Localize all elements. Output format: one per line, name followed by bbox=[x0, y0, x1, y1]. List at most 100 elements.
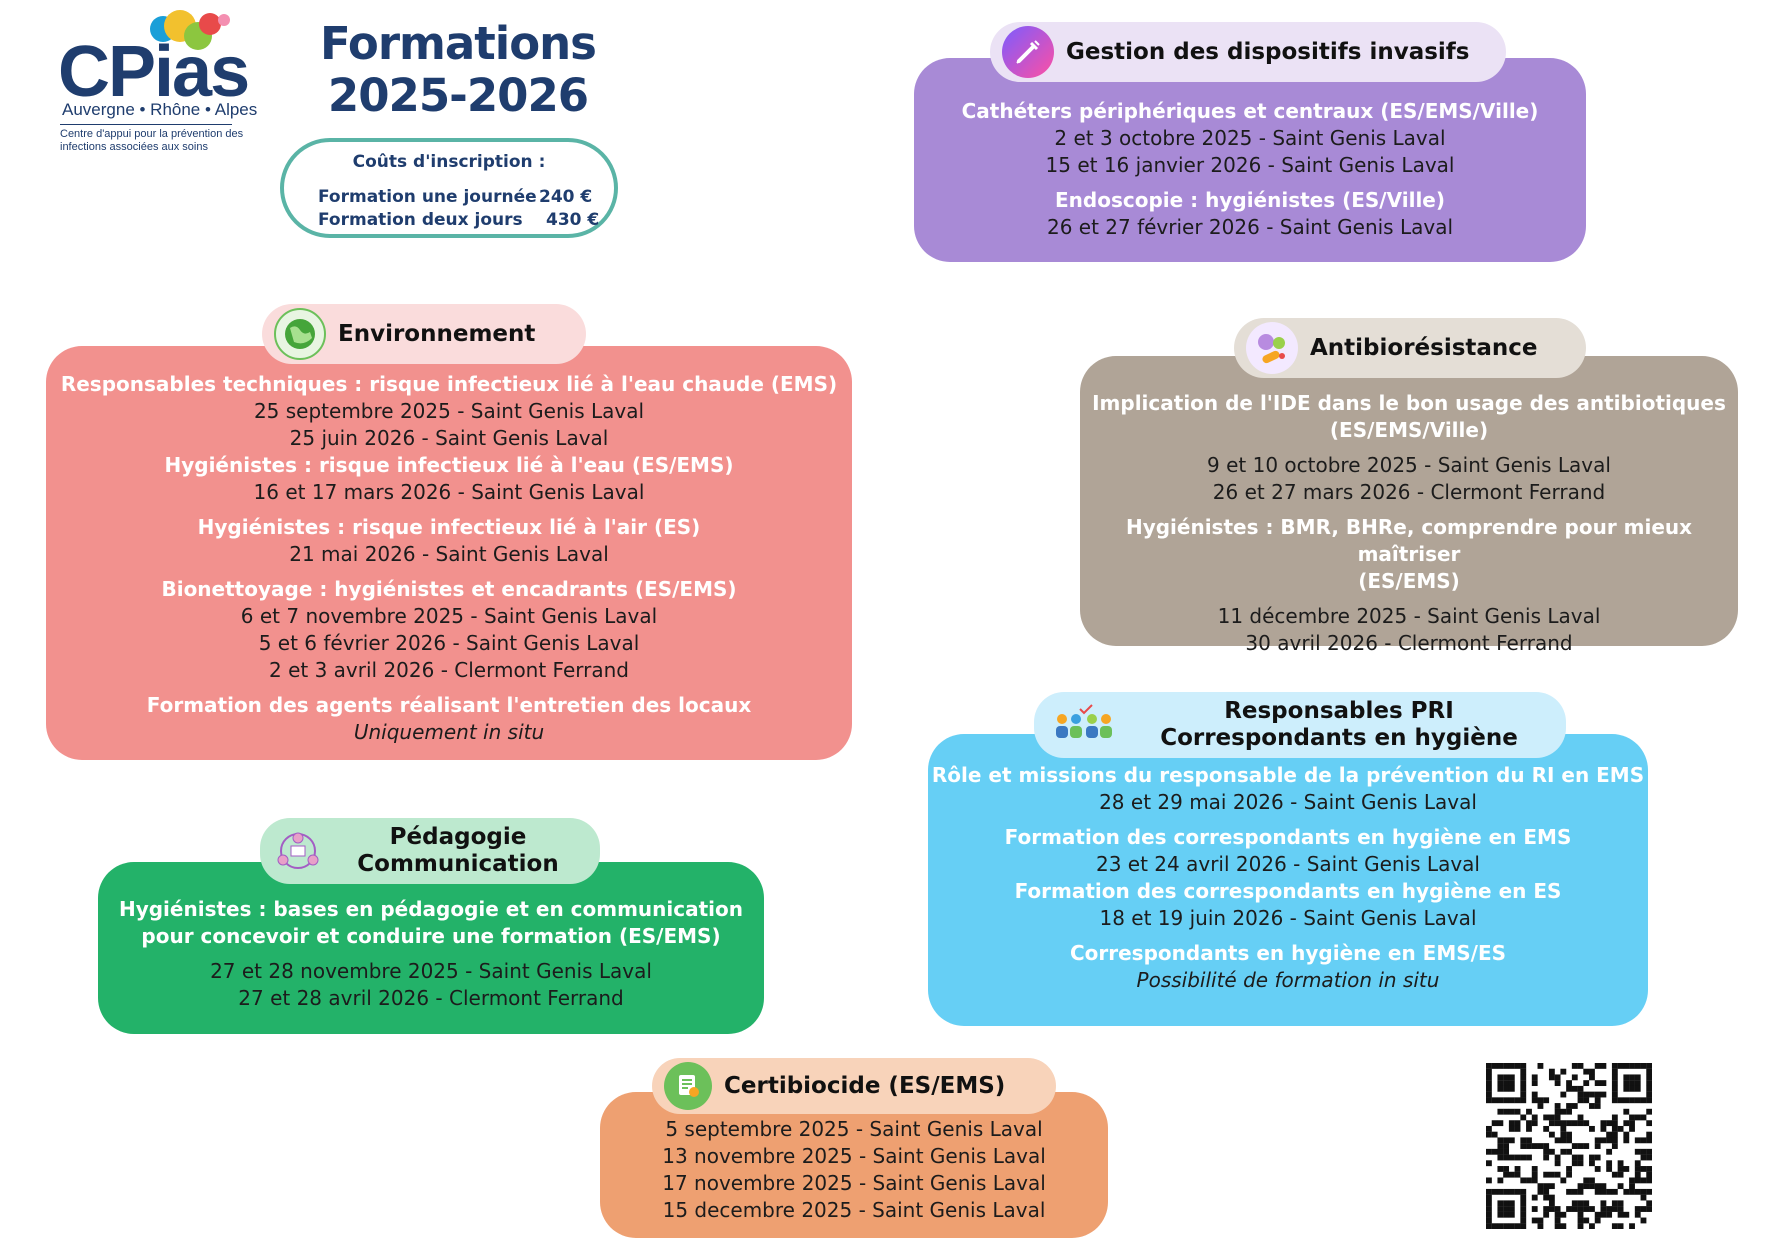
qr-module bbox=[1503, 1188, 1510, 1195]
qr-module bbox=[1537, 1183, 1544, 1190]
qr-module bbox=[1611, 1223, 1618, 1229]
qr-module bbox=[1629, 1080, 1635, 1087]
qr-module bbox=[1566, 1148, 1572, 1155]
qr-module bbox=[1520, 1143, 1527, 1149]
qr-module bbox=[1640, 1154, 1647, 1161]
qr-module bbox=[1617, 1200, 1624, 1207]
qr-module bbox=[1508, 1080, 1515, 1087]
qr-module bbox=[1611, 1068, 1618, 1075]
line-spacer bbox=[1080, 506, 1738, 514]
qr-module bbox=[1594, 1097, 1601, 1104]
qr-module bbox=[1577, 1097, 1584, 1104]
qr-module bbox=[1646, 1080, 1652, 1087]
qr-module bbox=[1486, 1206, 1492, 1212]
qr-module bbox=[1623, 1211, 1630, 1218]
qr-module bbox=[1503, 1097, 1510, 1104]
qr-module bbox=[1623, 1074, 1630, 1081]
qr-module bbox=[1611, 1125, 1618, 1132]
qr-module bbox=[1589, 1206, 1595, 1212]
line-spacer bbox=[928, 816, 1648, 824]
qr-module bbox=[1520, 1223, 1527, 1229]
syringe-icon bbox=[1002, 26, 1054, 78]
qr-module bbox=[1640, 1217, 1647, 1224]
qr-module bbox=[1497, 1085, 1504, 1092]
qr-module bbox=[1531, 1114, 1538, 1121]
course-title: Hygiénistes : bases en pédagogie et en c… bbox=[118, 897, 744, 921]
qr-module bbox=[1497, 1074, 1504, 1081]
qr-module bbox=[1611, 1063, 1618, 1069]
session-date: 16 et 17 mars 2026 - Saint Genis Laval bbox=[253, 480, 645, 504]
qr-module bbox=[1503, 1171, 1510, 1178]
qr-module bbox=[1508, 1154, 1515, 1161]
qr-module bbox=[1583, 1177, 1590, 1184]
qr-module bbox=[1617, 1063, 1624, 1069]
qr-module bbox=[1543, 1194, 1550, 1201]
qr-module bbox=[1571, 1154, 1578, 1161]
qr-module bbox=[1508, 1223, 1515, 1229]
section-pedago: Hygiénistes : bases en pédagogie et en c… bbox=[98, 862, 764, 1034]
qr-module bbox=[1497, 1166, 1504, 1172]
qr-module bbox=[1646, 1188, 1652, 1195]
qr-module bbox=[1611, 1188, 1618, 1195]
qr-module bbox=[1526, 1154, 1532, 1161]
qr-module bbox=[1508, 1206, 1515, 1212]
section-title-line-1: Pédagogie bbox=[389, 824, 527, 850]
qr-module bbox=[1543, 1183, 1550, 1190]
section-dispositifs-header: Gestion des dispositifs invasifs bbox=[990, 22, 1506, 82]
qr-module bbox=[1594, 1103, 1601, 1109]
section-title: Responsables PRI Correspondants en hygiè… bbox=[1136, 698, 1542, 752]
qr-module bbox=[1577, 1206, 1584, 1212]
section-title: Environnement bbox=[338, 320, 536, 347]
qr-module bbox=[1577, 1200, 1584, 1207]
qr-module bbox=[1629, 1183, 1635, 1190]
qr-module bbox=[1566, 1085, 1572, 1092]
qr-module bbox=[1594, 1166, 1601, 1172]
course-title: Responsables techniques : risque infecti… bbox=[60, 372, 838, 396]
qr-module bbox=[1548, 1194, 1555, 1201]
bacteria-icon bbox=[1246, 322, 1298, 374]
qr-module bbox=[1497, 1148, 1504, 1155]
qr-module bbox=[1543, 1125, 1550, 1132]
section-title-line-2: Communication bbox=[357, 851, 559, 877]
qr-module bbox=[1611, 1080, 1618, 1087]
qr-module bbox=[1548, 1131, 1555, 1138]
title-line-1: Formations bbox=[320, 17, 597, 70]
qr-module bbox=[1497, 1108, 1504, 1115]
qr-module bbox=[1640, 1194, 1647, 1201]
session-date: 26 et 27 mars 2026 - Clermont Ferrand bbox=[1212, 480, 1606, 504]
section-environnement-header: Environnement bbox=[262, 304, 586, 364]
qr-module bbox=[1623, 1188, 1630, 1195]
session-date: 9 et 10 octobre 2025 - Saint Genis Laval bbox=[1207, 453, 1611, 477]
qr-module bbox=[1520, 1063, 1527, 1069]
section-title: Antibiorésistance bbox=[1310, 334, 1538, 361]
qr-module bbox=[1646, 1131, 1652, 1138]
team-icon bbox=[1046, 699, 1124, 751]
section-title: Certibiocide (ES/EMS) bbox=[724, 1072, 1006, 1099]
qr-module bbox=[1611, 1097, 1618, 1104]
qr-module bbox=[1640, 1137, 1647, 1144]
qr-module bbox=[1583, 1200, 1590, 1207]
cost-row-label: Formation deux jours bbox=[318, 210, 523, 230]
qr-module bbox=[1600, 1120, 1607, 1127]
qr-module bbox=[1583, 1217, 1590, 1224]
qr-module bbox=[1514, 1223, 1521, 1229]
section-title: Pédagogie Communication bbox=[336, 824, 580, 878]
qr-module bbox=[1571, 1188, 1578, 1195]
qr-module bbox=[1634, 1160, 1641, 1167]
qr-module bbox=[1577, 1211, 1584, 1218]
qr-module bbox=[1514, 1125, 1521, 1132]
qr-module bbox=[1606, 1120, 1613, 1127]
qr-code-icon[interactable] bbox=[1486, 1063, 1652, 1229]
section-title-line-1: Responsables PRI bbox=[1224, 698, 1454, 724]
qr-module bbox=[1503, 1108, 1510, 1115]
course-title: pour concevoir et conduire une formation… bbox=[141, 924, 721, 948]
qr-module bbox=[1646, 1068, 1652, 1075]
session-date: 27 et 28 avril 2026 - Clermont Ferrand bbox=[238, 986, 624, 1010]
qr-module bbox=[1560, 1125, 1567, 1132]
qr-module bbox=[1486, 1068, 1492, 1075]
qr-module bbox=[1560, 1091, 1567, 1098]
qr-module bbox=[1594, 1063, 1601, 1069]
line-spacer bbox=[928, 932, 1648, 940]
qr-module bbox=[1531, 1143, 1538, 1149]
qr-module bbox=[1497, 1223, 1504, 1229]
